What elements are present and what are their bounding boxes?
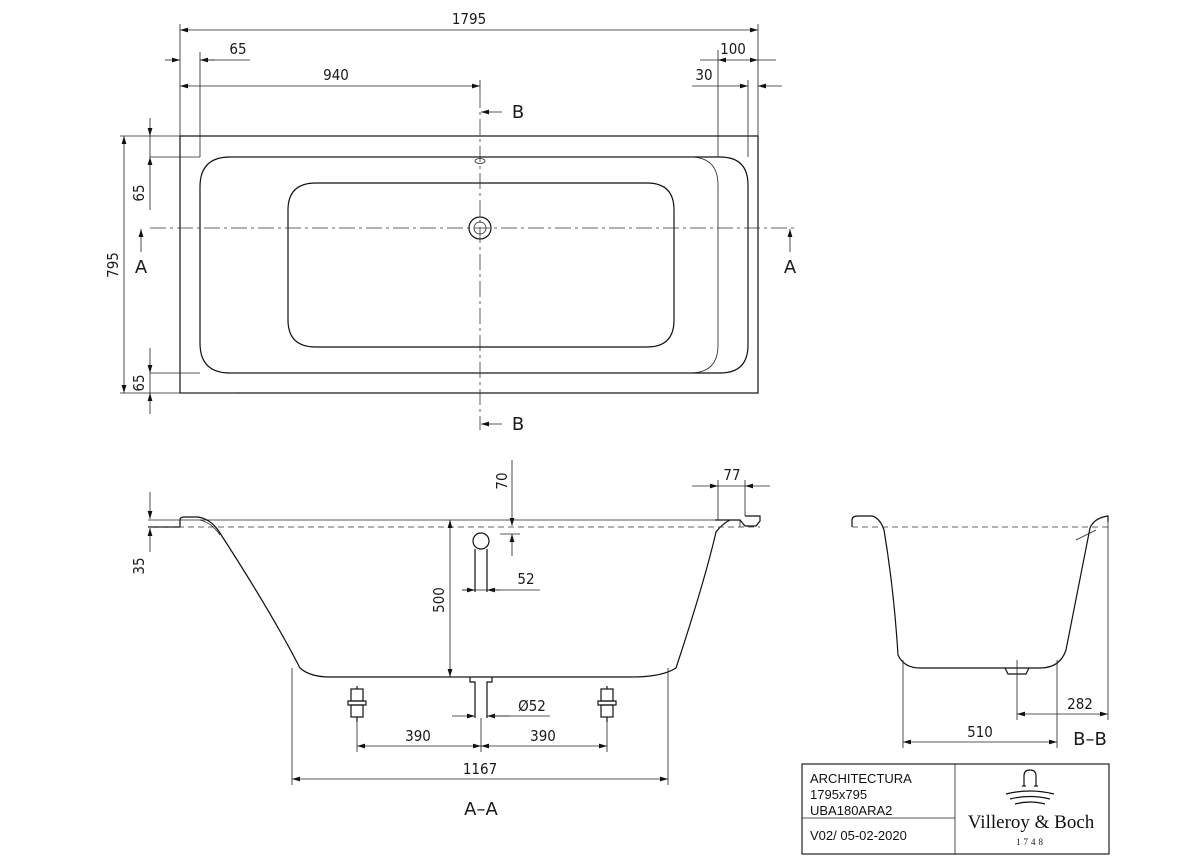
dim-foot-left: 390 (405, 727, 431, 745)
dim-width: 795 (104, 252, 122, 278)
basin-floor (287, 182, 675, 348)
brand-name: Villeroy & Boch (968, 812, 1095, 833)
dim-drain-diameter: Ø52 (518, 697, 546, 715)
dim-overflow-height: 70 (493, 472, 511, 489)
foot-right (597, 686, 617, 722)
section-bb-label: B–B (1073, 729, 1107, 750)
product-name: ARCHITECTURA (810, 771, 912, 786)
dim-rim-width: 77 (723, 466, 740, 484)
product-size: 1795x795 (810, 787, 867, 802)
section-a-right: A (784, 257, 797, 278)
dim-rim-bottom: 65 (130, 374, 148, 391)
section-b-top: B (512, 102, 524, 123)
dim-offset-right: 100 (720, 40, 746, 58)
plan-view: A A B B 1795 65 940 100 30 7 (104, 10, 797, 435)
section-aa-label: A–A (464, 799, 498, 820)
tub-body-bb (851, 515, 1109, 669)
dim-depth: 500 (430, 587, 448, 613)
title-block: ARCHITECTURA 1795x795 UBA180ARA2 V02/ 05… (801, 763, 1110, 855)
dim-overflow-diameter: 52 (517, 570, 534, 588)
tub-outline (179, 135, 759, 394)
brand-logo-icon (1005, 769, 1055, 805)
section-b-b: 510 282 B–B (851, 515, 1109, 750)
brand-since: 1748 (1016, 837, 1046, 847)
overflow-icon (472, 532, 490, 550)
drawing-version: V02/ 05-02-2020 (810, 828, 907, 843)
dim-rim-height: 35 (130, 557, 148, 574)
dim-foot-right: 390 (530, 727, 556, 745)
dim-rim-top: 65 (130, 184, 148, 201)
section-b-bottom: B (512, 414, 524, 435)
dim-length: 1795 (452, 10, 486, 28)
section-a-a: 70 35 500 52 Ø52 390 390 1167 (130, 460, 770, 820)
foot-left (347, 686, 367, 722)
basin-outer (199, 156, 749, 374)
tub-body-aa (197, 516, 731, 678)
dim-drain-position: 940 (323, 66, 349, 84)
section-a-left: A (135, 257, 148, 278)
dim-offset-left: 65 (229, 40, 246, 58)
drain-icon (469, 677, 493, 718)
dim-drain-offset: 282 (1067, 695, 1093, 713)
dim-bottom-width: 510 (967, 723, 993, 741)
product-code: UBA180ARA2 (810, 803, 892, 818)
dim-rim-right: 30 (695, 66, 712, 84)
dim-bottom-length: 1167 (463, 760, 497, 778)
